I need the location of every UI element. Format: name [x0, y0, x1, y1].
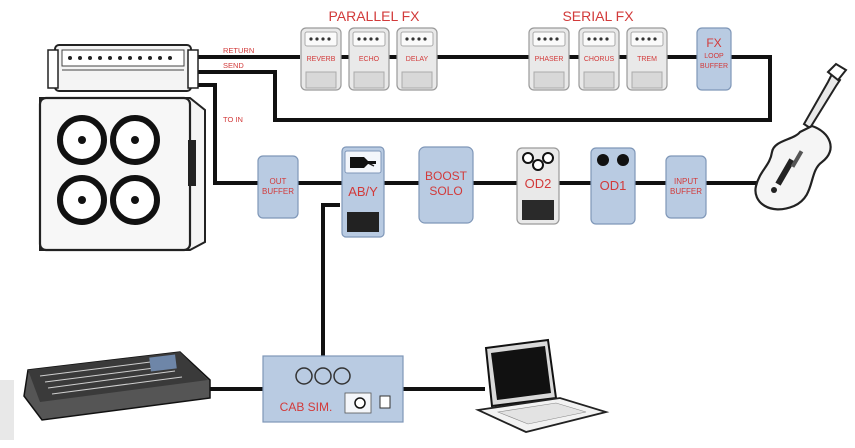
laptop-icon	[474, 338, 610, 433]
knob-icon	[617, 154, 629, 166]
speaker-cone	[110, 115, 160, 165]
boost-solo-line2: SOLO	[429, 184, 462, 198]
pedal-label: REVERB	[307, 56, 336, 63]
send-label: SEND	[223, 61, 244, 70]
pedal-chorus: CHORUS	[578, 27, 620, 91]
cab-sim-box: CAB SIM.	[262, 355, 404, 423]
mixing-console-icon	[23, 351, 211, 421]
out-buffer-line1: OUT	[270, 177, 287, 186]
cab-sim-label: CAB SIM.	[280, 400, 333, 414]
knob-icon	[354, 397, 366, 409]
pedal-label: PHASER	[535, 56, 564, 63]
parallel-fx-title: PARALLEL FX	[328, 8, 420, 24]
fx-loop-buffer-line1: FX	[706, 36, 721, 50]
input-buffer-line2: BUFFER	[670, 187, 702, 196]
speaker-cone	[57, 175, 107, 225]
od1-label: OD1	[600, 178, 627, 193]
fx-loop-buffer-line3: BUFFER	[700, 63, 728, 70]
knob-icon	[597, 154, 609, 166]
pedal-phaser: PHASER	[528, 27, 570, 91]
fx-loop-buffer-line2: LOOP	[704, 53, 724, 60]
cables	[190, 55, 772, 391]
edge-shadow	[0, 380, 14, 440]
od2-pedal: OD2	[516, 147, 560, 225]
guitar-icon	[754, 62, 848, 211]
pedal-label: CHORUS	[584, 56, 615, 63]
speaker-cone	[110, 175, 160, 225]
pedal-label: ECHO	[359, 56, 380, 63]
aby-box: AB/Y	[341, 146, 385, 238]
serial-fx-title: SERIAL FX	[562, 8, 634, 24]
amp-head	[47, 44, 199, 92]
pedal-label: DELAY	[406, 56, 429, 63]
od2-label: OD2	[525, 176, 552, 191]
aby-label: AB/Y	[348, 184, 378, 199]
boost-solo: BOOST SOLO	[418, 146, 474, 224]
speaker-cabinet	[38, 96, 206, 252]
input-buffer-line1: INPUT	[674, 177, 698, 186]
return-label: RETURN	[223, 46, 254, 55]
to-in-label: TO IN	[223, 115, 243, 124]
boost-solo-line1: BOOST	[425, 169, 468, 183]
pedal-trem: TREM	[626, 27, 668, 91]
out-buffer-line2: BUFFER	[262, 187, 294, 196]
pedal-label: TREM	[637, 56, 657, 63]
speaker-cone	[57, 115, 107, 165]
fx-loop-buffer: FX LOOP BUFFER	[696, 27, 732, 91]
pedal-delay: DELAY	[396, 27, 438, 91]
pedal-reverb: REVERB	[300, 27, 342, 91]
input-buffer: INPUT BUFFER	[665, 155, 707, 219]
out-buffer: OUT BUFFER	[257, 155, 299, 219]
od1-pedal: OD1	[590, 147, 636, 225]
pedal-echo: ECHO	[348, 27, 390, 91]
